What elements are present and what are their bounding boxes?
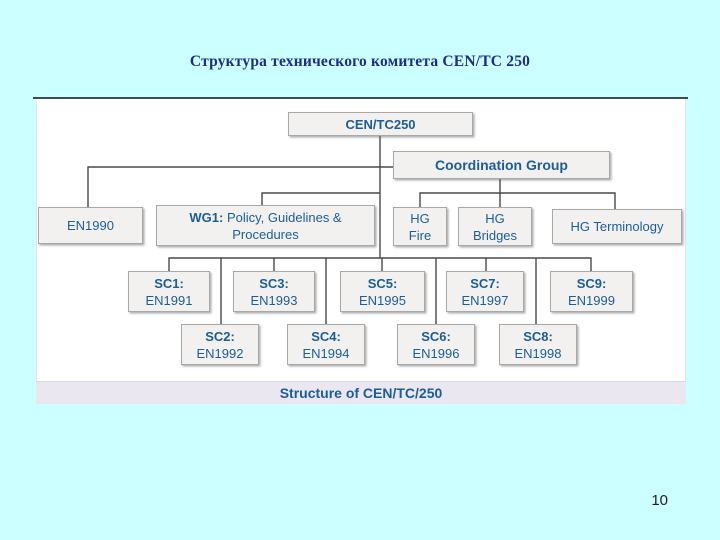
node-sc5: SC5:EN1995 xyxy=(340,271,425,312)
node-label-line: SC1: xyxy=(154,275,184,291)
node-en1990: EN1990 xyxy=(38,207,143,244)
node-sc2: SC2:EN1992 xyxy=(181,324,259,365)
node-label-line: Procedures xyxy=(232,226,299,242)
node-label-line: HG xyxy=(410,210,430,226)
node-sc3: SC3:EN1993 xyxy=(233,271,315,312)
node-label-line: SC7: xyxy=(470,275,500,291)
node-wg1: WG1: Policy, Guidelines &Procedures xyxy=(156,205,375,246)
node-sc8: SC8:EN1998 xyxy=(499,324,577,365)
node-label-line: SC4: xyxy=(311,328,341,344)
node-label-line: SC8: xyxy=(523,328,553,344)
node-label-line: SC5: xyxy=(367,275,398,291)
node-sc9: SC9:EN1999 xyxy=(550,271,633,312)
node-label-line: EN1999 xyxy=(568,292,615,308)
node-cen-tc250: CEN/TC250 xyxy=(288,112,473,136)
diagram-caption-bar: Structure of CEN/TC/250 xyxy=(36,381,686,404)
node-label-line: Bridges xyxy=(472,227,518,243)
title-divider-line xyxy=(33,97,688,99)
node-sc6: SC6:EN1996 xyxy=(397,324,475,365)
slide-title: Структура технического комитета CEN/TC 2… xyxy=(189,53,531,70)
node-label-line: Coordination Group xyxy=(435,156,568,173)
node-label-line: WG1: Policy, Guidelines & xyxy=(189,209,342,225)
node-sc1: SC1:EN1991 xyxy=(128,271,210,312)
node-label-line: SC3: xyxy=(259,275,289,291)
node-label-line: EN1995 xyxy=(359,292,406,308)
node-label-line: EN1990 xyxy=(67,218,114,233)
node-label-line: Fire xyxy=(408,227,432,243)
node-label-line: SC6: xyxy=(421,328,451,344)
node-sc7: SC7:EN1997 xyxy=(446,271,524,312)
node-label-line: CEN/TC250 xyxy=(345,116,416,132)
node-label-line: HG Terminology xyxy=(570,219,664,234)
node-sc4: SC4:EN1994 xyxy=(287,324,365,365)
node-label-line: HG xyxy=(485,210,505,226)
node-label-line: SC9: xyxy=(576,275,607,291)
diagram-caption-text: Structure of CEN/TC/250 xyxy=(279,385,443,401)
node-hg-terminology: HG Terminology xyxy=(552,209,682,244)
node-label-line: EN1992 xyxy=(196,345,244,361)
page-number: 10 xyxy=(651,492,668,509)
node-label-line: SC2: xyxy=(205,328,235,344)
node-coordination-group: Coordination Group xyxy=(393,151,610,179)
node-label-line: EN1991 xyxy=(145,292,193,308)
node-label-line: EN1994 xyxy=(302,345,350,361)
node-label-line: EN1997 xyxy=(461,292,509,308)
node-label-line: EN1996 xyxy=(412,345,460,361)
node-label-line: EN1993 xyxy=(250,292,298,308)
node-label-line: EN1998 xyxy=(514,345,562,361)
